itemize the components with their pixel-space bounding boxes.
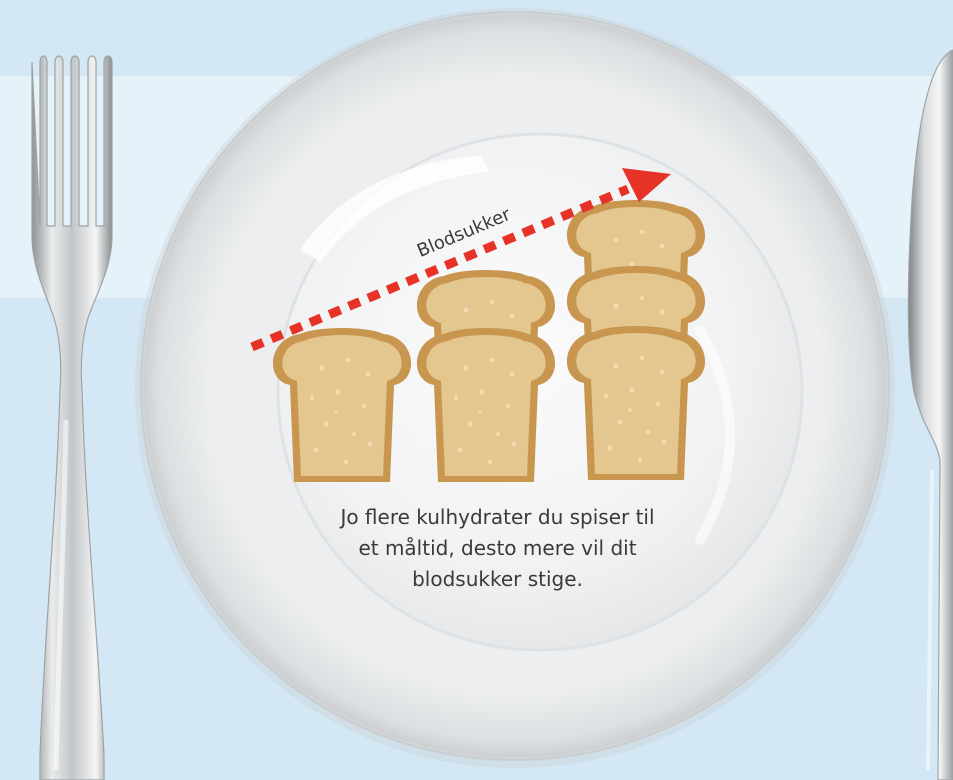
bread-stack-3 bbox=[567, 200, 705, 480]
bread-slice-icon bbox=[273, 328, 411, 482]
caption: Jo flere kulhydrater du spiser til et må… bbox=[290, 502, 705, 595]
bread-stack-1 bbox=[273, 328, 411, 482]
bread-slice-icon bbox=[567, 326, 705, 480]
caption-line-3: blodsukker stige. bbox=[290, 564, 705, 595]
caption-line-2: et måltid, desto mere vil dit bbox=[290, 533, 705, 564]
caption-line-1: Jo flere kulhydrater du spiser til bbox=[290, 502, 705, 533]
bread-slice-icon bbox=[417, 328, 555, 482]
bread-stack-2 bbox=[417, 270, 555, 482]
